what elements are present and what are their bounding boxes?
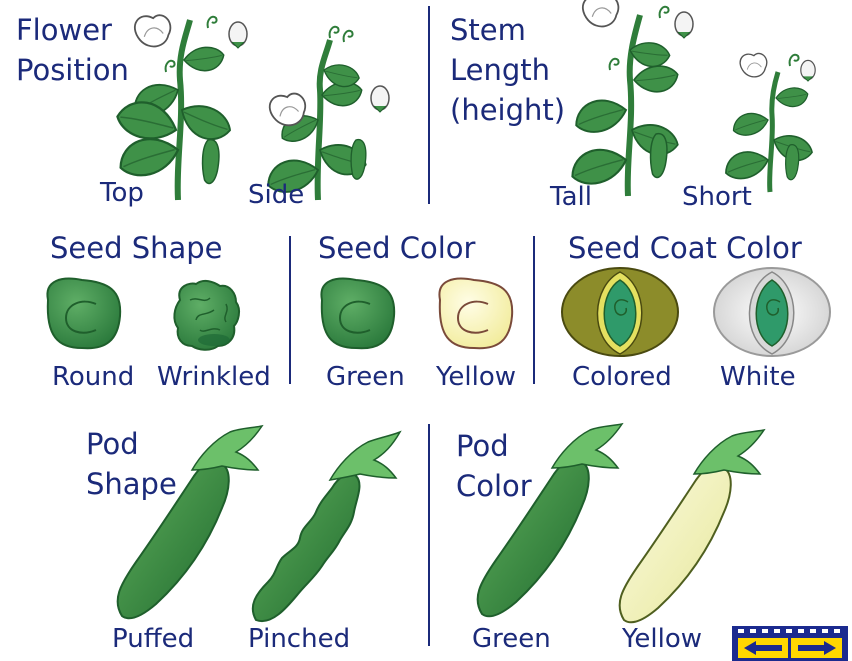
plant-short-stem [721,51,815,192]
divider-seed-right [533,236,535,384]
flower-position-side-label: Side [248,178,304,212]
seed-color-yellow-label: Yellow [436,360,516,394]
pod-color-yellow [620,430,764,622]
seed-color-green-label: Green [326,360,405,394]
seed-coat-white-label: White [720,360,796,394]
stem-length-tall-label: Tall [550,180,592,214]
plant-tall-stem [566,0,693,196]
seed-round [47,279,120,349]
seed-color-heading: Seed Color [318,228,475,268]
pod-puffed [118,426,262,618]
flower-position-top-label: Top [100,176,144,210]
plant-side-flower [263,27,389,200]
seed-coat-colored [562,268,678,356]
pod-shape-pinched-label: Pinched [248,622,350,656]
pod-color-yellow-label: Yellow [622,622,702,656]
stem-length-heading-line3: (height) [450,90,565,130]
pod-pinched [253,432,400,621]
film-strip-icon[interactable] [732,626,848,661]
seed-yellow [439,279,512,349]
stem-length-heading-line1: Stem [450,10,526,50]
seed-wrinkled [174,281,239,350]
pod-color-heading-line1: Pod [456,426,509,466]
seed-coat-colored-label: Colored [572,360,672,394]
seed-green [321,279,394,349]
seed-shape-wrinkled-label: Wrinkled [157,360,271,394]
divider-pod-center [428,424,430,646]
pod-color-heading-line2: Color [456,466,532,506]
pod-color-green-label: Green [472,622,551,656]
seed-coat-color-heading: Seed Coat Color [568,228,802,268]
divider-top-center [428,6,430,204]
flower-position-heading-line2: Position [16,50,129,90]
pod-shape-heading-line1: Pod [86,424,139,464]
divider-seed-left [289,236,291,384]
seed-shape-round-label: Round [52,360,134,394]
stem-length-short-label: Short [682,180,752,214]
seed-coat-white [714,268,830,356]
plant-top-flower [114,12,247,200]
seed-shape-heading: Seed Shape [50,228,223,268]
pod-shape-puffed-label: Puffed [112,622,194,656]
flower-position-heading-line1: Flower [16,10,112,50]
pod-shape-heading-line2: Shape [86,464,177,504]
stem-length-heading-line2: Length [450,50,550,90]
